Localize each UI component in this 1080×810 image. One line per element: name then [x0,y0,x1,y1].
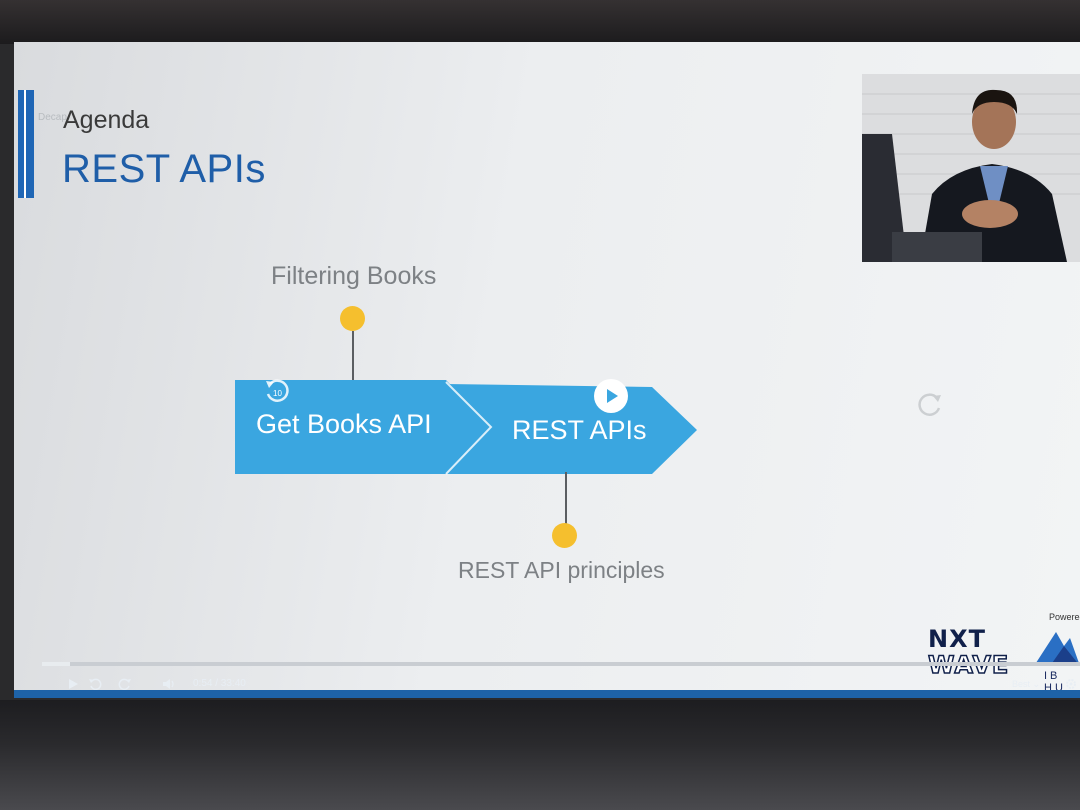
slide-section-label: Agenda [63,106,150,134]
step-label-rest-apis: REST APIs [512,415,647,445]
play-overlay-button[interactable] [594,379,628,413]
slide-title: REST APIs [62,147,266,191]
forward-10-overlay-icon[interactable] [917,390,945,418]
chevron-divider [445,381,493,475]
slide-accent-bar [18,90,34,198]
powered-by-label: Powered [1049,612,1080,622]
nxtwave-logo: NXT WAVE [927,625,1009,679]
step-label-get-books-api: Get Books API [256,409,432,439]
process-chevrons [235,380,697,475]
timeline-dot-bottom [552,523,577,548]
video-player-screen[interactable]: Decap Agenda REST APIs Filtering Books G… [14,42,1080,698]
play-icon[interactable] [66,677,80,691]
slide-watermark-text: Decap [38,112,67,123]
monitor-bezel-top [0,0,1080,44]
player-controls: 0:54 / 33:40 Best ⌄ [42,674,1080,696]
rewind-10-overlay-icon[interactable]: 10 [262,376,292,406]
volume-icon[interactable] [162,677,176,691]
quality-selector[interactable]: Best ⌄ [1012,679,1041,689]
callout-rest-api-principles: REST API principles [458,557,665,583]
timeline-connector-top [352,331,354,383]
forward-10-icon[interactable] [118,677,132,691]
ib-hubs-logo [1034,632,1080,666]
seek-bar-progress [42,662,71,666]
player-bottom-strip [14,690,1080,698]
timeline-dot-top [340,306,365,331]
time-display: 0:54 / 33:40 [193,678,246,689]
seek-bar[interactable] [42,662,1080,666]
chevron-rest-apis [446,384,697,474]
callout-filtering-books: Filtering Books [271,262,437,290]
svg-text:10: 10 [273,389,282,398]
monitor-bezel-bottom [0,700,1080,810]
settings-icon[interactable] [1064,677,1078,691]
presenter-webcam [862,74,1080,262]
chevron-get-books-api [235,380,491,474]
rewind-10-icon[interactable] [88,677,102,691]
timeline-connector-bottom [565,472,567,524]
